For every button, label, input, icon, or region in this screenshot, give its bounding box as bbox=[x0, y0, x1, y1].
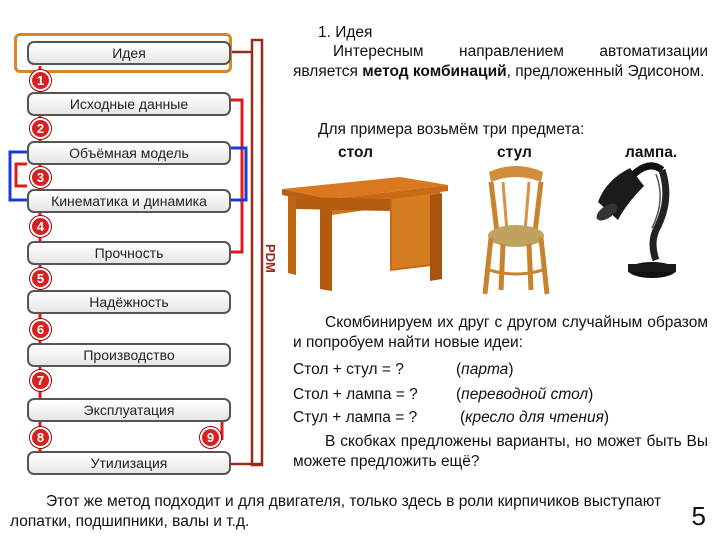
item-chair-label: стул bbox=[497, 144, 532, 161]
design-process-diagram: PDM Идея Исходные данные Объёмная модель… bbox=[0, 0, 290, 500]
step-number-badge: 5 bbox=[30, 268, 51, 289]
step-number-badge: 2 bbox=[30, 118, 51, 139]
blue-loop-left bbox=[8, 150, 27, 202]
page-number: 5 bbox=[691, 501, 706, 531]
intro-paragraph: Интересным направлением автоматизации яв… bbox=[293, 43, 708, 80]
combo-right-3: (кресло для чтения) bbox=[460, 409, 610, 426]
stage-strength: Прочность bbox=[27, 241, 231, 265]
step-number-badge: 9 bbox=[200, 427, 221, 448]
combo-right-2: (переводной стол) bbox=[456, 386, 594, 403]
red-loop-right bbox=[231, 98, 244, 254]
step-number-badge: 1 bbox=[30, 70, 51, 91]
stage-disposal: Утилизация bbox=[27, 451, 231, 475]
stage-reliability: Надёжность bbox=[27, 290, 231, 314]
combo-left-2: Стол + лампа = ? bbox=[293, 386, 418, 403]
stage-3d-model: Объёмная модель bbox=[27, 141, 231, 165]
lamp-image bbox=[596, 162, 676, 278]
stage-operation: Эксплуатация bbox=[27, 398, 231, 422]
stage-kinematics: Кинематика и динамика bbox=[27, 189, 231, 213]
pdm-feedback-line bbox=[250, 38, 264, 467]
table-image bbox=[282, 177, 448, 291]
item-lamp-label: лампа. bbox=[625, 144, 678, 161]
stage-idea: Идея bbox=[27, 41, 231, 65]
pdm-label: PDM bbox=[263, 244, 278, 273]
chair-image bbox=[482, 166, 550, 295]
footer-paragraph: Этот же метод подходит и для двигателя, … bbox=[10, 493, 662, 530]
section-heading: 1. Идея bbox=[318, 24, 373, 41]
suggestion-paragraph: В скобках предложены варианты, но может … bbox=[293, 433, 708, 470]
step-number-badge: 3 bbox=[30, 167, 51, 188]
item-table-label: стол bbox=[338, 144, 373, 161]
step-number-badge: 8 bbox=[30, 427, 51, 448]
example-intro: Для примера возьмём три предмета: bbox=[318, 121, 585, 138]
red-loop-left bbox=[14, 162, 27, 188]
step-number-badge: 4 bbox=[30, 216, 51, 237]
step-number-badge: 6 bbox=[30, 319, 51, 340]
combo-left-1: Стол + стул = ? bbox=[293, 361, 404, 378]
stage-input-data: Исходные данные bbox=[27, 92, 231, 116]
combo-right-1: (парта) bbox=[456, 361, 514, 378]
step-number-badge: 7 bbox=[30, 370, 51, 391]
combo-left-3: Стул + лампа = ? bbox=[293, 409, 418, 426]
combine-paragraph: Скомбинируем их друг с другом случайным … bbox=[293, 314, 708, 351]
stage-production: Производство bbox=[27, 343, 231, 367]
blue-loop-right bbox=[231, 146, 248, 202]
